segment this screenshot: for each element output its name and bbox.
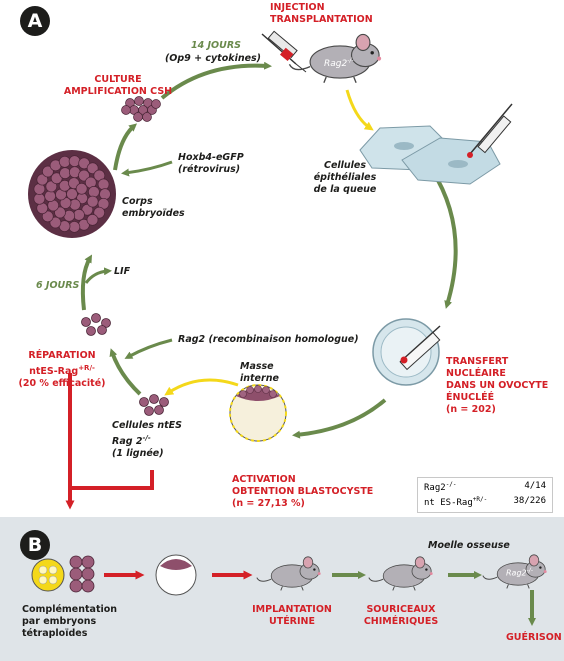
- six-days-label: 6 JOURS: [36, 280, 80, 291]
- culture-cell: [142, 112, 152, 122]
- culture-cell: [151, 99, 161, 109]
- arrow-reparation-to-corps: [80, 254, 93, 311]
- blastocyst-icon: [229, 384, 287, 442]
- culture-cell: [121, 105, 131, 115]
- mouse-chimeric-icon: [368, 556, 434, 591]
- embryoid-cell: [36, 173, 49, 186]
- panel-b-badge: B: [20, 530, 50, 560]
- embryoid-cell: [68, 221, 81, 233]
- panel-b-background: [0, 517, 564, 661]
- embryoid-cell: [58, 155, 71, 168]
- arrow-transfer-to-activation: [292, 398, 387, 439]
- arrow-cells-to-transfer: [430, 168, 458, 309]
- fourteen-days-label: 14 JOURS: [190, 40, 241, 51]
- hoxb4-label: Hoxb4-eGFP(rétrovirus): [178, 152, 244, 175]
- reparation-label: RÉPARATION ntES-Rag+R/- (20 % efficacité…: [18, 350, 106, 390]
- ntes-cells-icon: [139, 394, 169, 416]
- results-table: Rag2-/- 4/14 nt ES-Rag+R/- 38/226: [417, 477, 553, 513]
- embryoid-cell: [54, 206, 66, 219]
- embryoid-cell: [88, 186, 100, 198]
- tetraploid-embryo-icon: [31, 555, 95, 593]
- red-connector-ntes: [70, 470, 154, 490]
- arrow-yellow-masse: [164, 378, 239, 396]
- syringe-icon: [261, 30, 307, 73]
- embryoid-cell: [86, 195, 99, 208]
- epithelial-cells-icon: [359, 103, 513, 185]
- embryoid-cell: [97, 178, 110, 191]
- table-row: nt ES-Rag+R/- 38/226: [424, 496, 546, 508]
- arrow-lif: [84, 267, 112, 284]
- mouse-healed-label: Rag2-/-: [506, 567, 533, 578]
- panel-a-badge: A: [20, 6, 50, 36]
- mouse-implant-icon: [256, 556, 322, 591]
- rag2-homologous-label: Rag2 (recombinaison homologue): [178, 334, 359, 345]
- embryoid-cell: [45, 180, 58, 193]
- embryoid-cell: [86, 162, 99, 175]
- oocyte-icon: [372, 318, 441, 386]
- table-row: Rag2-/- 4/14: [424, 481, 546, 493]
- embryoid-cell: [93, 206, 106, 219]
- embryoid-cell: [33, 192, 46, 205]
- arrow-culture-to-injection: [160, 61, 272, 100]
- embryoid-cell: [42, 165, 54, 178]
- lif-label: LIF: [114, 266, 131, 277]
- embryoid-cell: [86, 214, 99, 226]
- guerison-label: GUÉRISON: [506, 632, 562, 643]
- arrow-hoxb4: [121, 160, 173, 177]
- op9-label: (Op9 + cytokines): [164, 53, 262, 64]
- arrow-rag2-homo: [124, 338, 173, 359]
- culture-cell: [134, 96, 144, 106]
- embryoid-cell: [99, 188, 111, 200]
- embryoid-cell: [75, 182, 88, 195]
- reparation-cells-icon: [81, 313, 111, 336]
- embryoid-cell: [78, 169, 90, 182]
- mouse-rag2-label: Rag2-/-: [324, 57, 354, 69]
- culture-cluster-icon: [121, 96, 161, 122]
- embryoid-cell: [68, 155, 81, 167]
- embryoid-cell: [59, 167, 71, 179]
- chimeric-blastocyst-icon: [155, 554, 197, 596]
- embryoid-cell: [41, 210, 54, 223]
- arrow-corps-to-culture: [113, 123, 138, 171]
- embryoid-body-icon: [28, 150, 116, 238]
- cellules-ntes-label: Cellules ntES Rag 2-/- (1 lignée): [112, 420, 182, 460]
- arrow-yellow-mouse: [345, 89, 374, 131]
- moelle-label: Moelle osseuse: [428, 540, 510, 551]
- arrow-ntes-to-reparation: [109, 348, 142, 396]
- embryoid-cell: [49, 216, 62, 229]
- embryoid-cell: [73, 209, 85, 221]
- culture-cell: [133, 112, 143, 122]
- embryoid-cell: [44, 190, 56, 202]
